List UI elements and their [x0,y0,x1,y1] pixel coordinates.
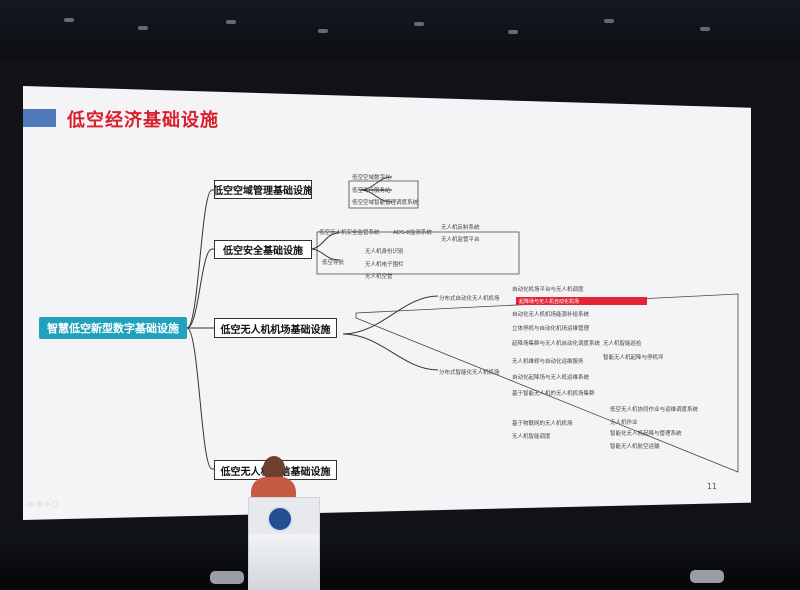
podium [248,497,320,590]
leaf-item: ADS-B监测系统 [393,230,433,236]
leaf-item: 无人机维修与自动化运维服务 [512,359,584,365]
leaf-item: 低空无人机协同作业与运维调度系统 [610,407,699,413]
highlighted-leaf: 起降场与无人机自动化机场 [516,297,647,305]
leaf-item: 低空空域智能管理调度系统 [352,200,419,206]
podium-front [249,534,319,589]
page-number: 11 [706,482,717,491]
bottom-logo-marks: ◎ ◎ ◇ ○ [28,500,59,508]
leaf-item: 低空导航 [322,260,345,266]
leaf-item: 起降场集群与无人机自动化调度系统 [512,341,601,347]
leaf-item: 基于智能无人机的无人机机场集群 [512,391,595,397]
leaf-item: 无人机电子围栏 [365,262,404,268]
leaf-item: 无人机智能巡检 [603,341,642,347]
branch-safety-infrastructure: 低空安全基础设施 [214,240,312,259]
leaf-item: 自动化机场平台与无人机调度 [512,287,584,293]
ceiling-light [64,18,74,22]
leaf-item: 无人机反制系统 [441,225,480,231]
stage-floor [0,530,800,588]
branch-drone-airport: 低空无人机机场基础设施 [214,318,337,338]
ceiling-light [414,22,424,26]
leaf-item: 无人机监管平台 [441,237,480,243]
ceiling-light [604,19,614,23]
leaf-item: 自动化起降场与无人机运维系统 [512,375,590,381]
audience-chair [210,571,244,584]
ceiling-light [226,20,236,24]
branch-airspace-management: 低空空域管理基础设施 [214,180,312,199]
leaf-item: 低空无人机安全监管系统 [319,230,380,236]
leaf-item: 无人机智能调度 [512,434,551,440]
leaf-item: 智能无人机起降与停机坪 [603,355,664,361]
slide-title: 低空经济基础设施 [67,110,219,130]
leaf-item: 无人机身份识别 [365,249,404,255]
title-accent-bar [23,109,56,127]
root-topic: 智慧低空新型数字基础设施 [39,317,187,339]
speaker-head [263,456,285,481]
mindmap-connectors [186,176,739,473]
leaf-item: 无人机作业 [610,420,638,426]
presentation-slide: 低空经济基础设施 智慧低空新型数字基础设施 低空空域管理基础设施 低空安全基础设… [23,86,751,520]
ceiling-light [700,27,710,31]
leaf-item: 分布式自动化无人机机场 [439,296,500,302]
leaf-item: 立体停机与自动化机场运维管理 [512,326,590,332]
ceiling-light [138,26,148,30]
university-emblem-icon [267,506,293,532]
leaf-item: 低空空域数字化 [352,175,391,181]
leaf-item: 智能化无人机起降与管理系统 [610,431,682,437]
leaf-item: 基于物联网的无人机机场 [512,421,573,427]
leaf-item: 低空飞行服务站 [352,188,391,194]
auditorium-ceiling [0,0,800,70]
ceiling-light [318,29,328,33]
leaf-item: 无人机空管 [365,274,393,280]
leaf-item: 智能无人机航空运输 [610,444,660,450]
ceiling-light [508,30,518,34]
leaf-item: 分布式智能化无人机机场 [439,370,500,376]
audience-chair [690,570,724,583]
leaf-item: 自动化无人机机场能源补给系统 [512,312,590,318]
